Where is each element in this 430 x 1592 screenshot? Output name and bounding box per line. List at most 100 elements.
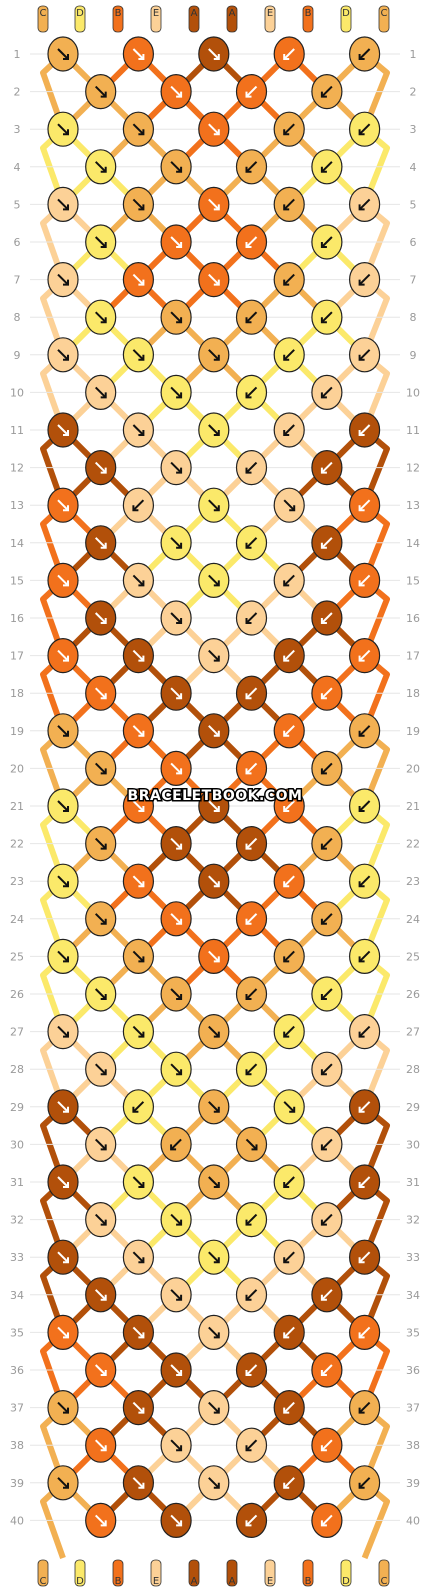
knot-arrow [283, 1176, 295, 1188]
knot-arrow [321, 161, 333, 173]
knot-arrowhead [138, 806, 145, 812]
knot-arrowhead [283, 1407, 290, 1414]
row-number-left: 32 [10, 1214, 24, 1227]
knot-arrowhead [358, 1182, 365, 1188]
knot-arrowhead [283, 354, 290, 361]
strand-label-top: C [381, 8, 388, 19]
knot-arrow [57, 574, 69, 587]
strand-tail-bottom [112, 1559, 124, 1587]
knot-arrowhead [289, 1106, 296, 1113]
knot-arrow [170, 85, 182, 98]
knot-arrow [57, 499, 69, 511]
knot-arrow [57, 349, 69, 361]
row-number-right: 17 [406, 650, 420, 663]
strand-label-top: D [342, 8, 350, 19]
knot-arrow [321, 1063, 333, 1075]
strand-tail-top [37, 5, 49, 33]
knot-arrowhead [358, 580, 365, 587]
knot-arrow [358, 198, 371, 211]
knot-arrow [245, 687, 258, 699]
knot-arrowhead [100, 166, 107, 173]
knot-arrow [208, 48, 220, 60]
knot-arrow [358, 499, 371, 511]
knot-arrowhead [213, 806, 220, 812]
knot-arrow [208, 1401, 220, 1414]
knot-arrowhead [358, 505, 365, 512]
strand-label-top: E [267, 8, 273, 19]
knot-arrow [358, 725, 371, 737]
knot-arrowhead [320, 1219, 327, 1226]
knot-arrowhead [100, 994, 107, 1000]
row-number-left: 38 [10, 1439, 24, 1452]
knot-arrow [57, 1101, 69, 1113]
knot-arrowhead [213, 430, 220, 436]
knot-arrow [132, 875, 145, 887]
knot-arrow [208, 123, 220, 135]
knot-arrowhead [63, 1031, 69, 1038]
knot-arrowhead [245, 1069, 252, 1076]
knot-arrowhead [176, 1294, 183, 1301]
strand-tail-top [302, 5, 314, 33]
knot-arrowhead [320, 467, 327, 474]
knot-arrowhead [283, 806, 290, 812]
knot-arrowhead [176, 317, 183, 324]
knot-arrowhead [100, 618, 107, 624]
knot-arrowhead [63, 580, 69, 587]
row-number-left: 20 [10, 762, 24, 775]
knot-arrowhead [320, 242, 327, 248]
knot-arrowhead [283, 655, 290, 662]
knot-arrow [321, 1138, 333, 1151]
strand-tail-top [74, 5, 86, 33]
knot-arrowhead [100, 1219, 107, 1226]
row-number-right: 1 [410, 48, 417, 61]
knot-arrowhead [176, 1219, 183, 1226]
knot-arrow [358, 1176, 371, 1188]
strand-label-bottom: E [153, 1576, 159, 1587]
knot-arrow [132, 349, 145, 361]
knot-arrowhead [176, 768, 183, 775]
knot-arrow [283, 1477, 295, 1489]
knot-arrowhead [283, 956, 290, 963]
knot-arrowhead [63, 204, 69, 211]
strand-tail-top [340, 5, 352, 33]
row-number-right: 27 [406, 1026, 420, 1039]
knot-arrow [208, 349, 220, 361]
row-number-left: 39 [10, 1477, 24, 1490]
knot-arrow [170, 161, 182, 173]
knot-arrowhead [358, 279, 365, 286]
knot-arrow [245, 1439, 258, 1451]
row-number-left: 31 [10, 1176, 24, 1189]
knot-arrowhead [100, 1445, 107, 1452]
knot-arrowhead [100, 843, 107, 850]
knot-arrowhead [358, 1482, 365, 1489]
knot-arrow [358, 1401, 371, 1414]
knot-arrow [94, 612, 107, 624]
knot-arrow [321, 1364, 333, 1376]
knot-arrow [170, 988, 182, 1000]
knot-arrowhead [63, 1407, 69, 1414]
knot-arrow [94, 236, 107, 248]
row-number-right: 13 [406, 499, 420, 512]
knot-arrow [170, 687, 182, 699]
knot-arrow [94, 687, 107, 699]
knot-arrowhead [213, 354, 220, 361]
knot-arrow [132, 1025, 145, 1038]
knot-arrowhead [320, 1144, 327, 1151]
row-number-left: 34 [10, 1289, 24, 1302]
row-number-right: 12 [406, 462, 420, 475]
knot-arrow [132, 800, 145, 812]
row-number-left: 12 [10, 462, 24, 475]
knot-arrowhead [320, 994, 327, 1000]
knot-arrowhead [320, 1445, 327, 1452]
knot-arrowhead [138, 204, 145, 211]
knot-arrow [94, 85, 107, 98]
knot-arrowhead [358, 354, 365, 361]
row-number-right: 4 [410, 161, 417, 174]
knot-arrowhead [138, 54, 145, 60]
knot-arrow [245, 1364, 258, 1376]
knot-arrow [321, 612, 333, 624]
row-number-right: 33 [406, 1251, 420, 1264]
knot-arrowhead [358, 54, 365, 60]
row-number-right: 26 [406, 988, 420, 1001]
knot-arrow [321, 1213, 333, 1226]
